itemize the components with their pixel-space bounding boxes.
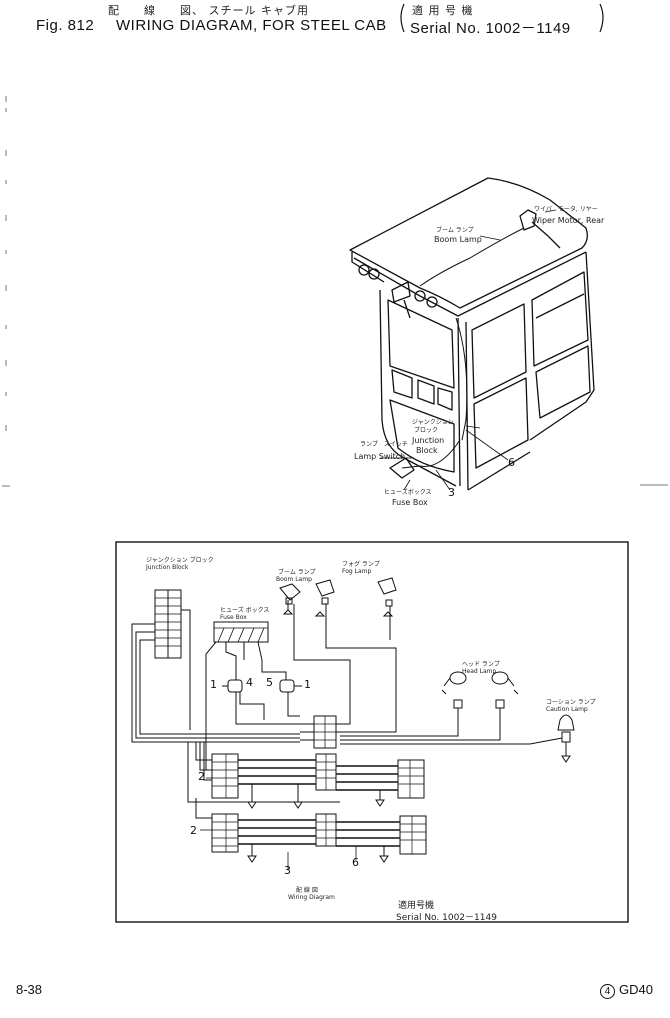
lamp-switch-jp-label: ランプ スイッチ (360, 441, 408, 448)
sch-callout-1-left: 1 (210, 678, 217, 691)
cab-illustration (349, 177, 595, 491)
callout-3: 3 (448, 486, 455, 499)
sch-callout-3: 3 (284, 864, 291, 877)
sch-callout-6: 6 (352, 856, 359, 869)
wiper-motor-label: Wiper Motor, Rear (532, 216, 605, 225)
junction-label-2: Block (416, 446, 438, 455)
junction-block-jp-label: ジャンクション ブロック (146, 557, 214, 564)
boom-lamp-jp-label: ブーム ランプ (436, 227, 474, 234)
model-code: GD40 (619, 982, 653, 997)
sch-callout-5: 5 (266, 676, 273, 689)
sch-serial: Serial No. 1002－1149 (396, 913, 497, 923)
callout-6: 6 (508, 456, 515, 469)
figure-title: WIRING DIAGRAM, FOR STEEL CAB (116, 17, 387, 34)
model-tag: 4 GD40 (600, 982, 653, 999)
sch-boom-lamp-jp: ブーム ランプ (278, 569, 316, 576)
sch-caution-lamp: Caution Lamp (546, 706, 588, 713)
header-jp-title: 配 線 図、 スチール キャブ用 (108, 4, 309, 17)
sch-callout-2-upper: 2 (198, 770, 205, 783)
edition-circle: 4 (600, 984, 615, 999)
schematic-wiring (131, 577, 575, 870)
sch-fog-lamp: Fog Lamp (342, 568, 372, 575)
wiper-motor-jp-label: ワイパ モータ, リヤー (534, 206, 598, 213)
schematic-frame (115, 541, 629, 923)
sch-callout-2-lower: 2 (190, 824, 197, 837)
junction-jp-label-1: ジャンクション (412, 419, 454, 426)
page-number: 8-38 (16, 982, 43, 997)
header-serial-jp: 適 用 号 機 (412, 4, 474, 17)
boom-lamp-label: Boom Lamp (434, 235, 482, 244)
header-serial: Serial No. 1002－1149 (410, 20, 571, 37)
sch-serial-jp: 適用号機 (398, 901, 435, 911)
sch-boom-lamp: Boom Lamp (276, 576, 312, 583)
sch-callout-4: 4 (246, 676, 253, 689)
sch-callout-1-right: 1 (304, 678, 311, 691)
lamp-switch-label: Lamp Switch (354, 452, 406, 461)
junction-block-label: Junction Block (146, 564, 189, 571)
junction-jp-label-2: ブロック (414, 427, 439, 434)
sch-fuse-box-jp: ヒューズ ボックス (220, 607, 270, 614)
fuse-box-label: Fuse Box (392, 498, 428, 507)
sch-fog-lamp-jp: フォグ ランプ (342, 561, 380, 568)
sch-caution-lamp-jp: コーション ランプ (546, 699, 596, 706)
figure-number: Fig. 812 (36, 17, 95, 34)
junction-label-1: Junction (412, 436, 445, 445)
fuse-box-jp-label: ヒューズボックス (384, 489, 432, 496)
sch-head-lamp-jp: ヘッド ランプ (462, 661, 500, 668)
sch-fuse-box: Fuse Box (220, 614, 247, 621)
wiring-diagram-jp: 配 線 図 (296, 887, 318, 894)
wiring-diagram-label: Wiring Diagram (288, 894, 335, 901)
sch-head-lamp: Head Lamp (462, 668, 497, 675)
